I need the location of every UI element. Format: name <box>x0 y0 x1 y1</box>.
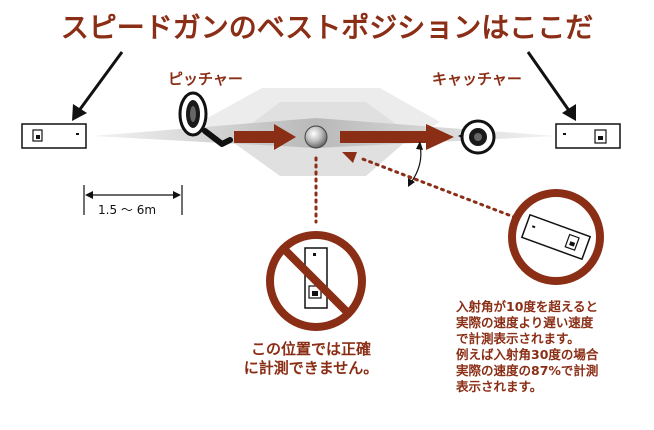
pitcher-label: ピッチャー <box>168 70 243 88</box>
note-line: 入射角が10度を超えると <box>456 299 599 314</box>
angled-speed-gun-icon <box>508 189 604 285</box>
prohibited-position-icon <box>266 231 366 331</box>
warning-text: この位置では正確 に計測できません。 <box>226 340 396 378</box>
angle-arc <box>408 141 423 187</box>
note-line: で計測表示されます。 <box>456 331 580 346</box>
right-speed-gun-icon <box>555 123 621 149</box>
right-pointer-arrow <box>526 51 576 121</box>
pitch-arrow-right <box>340 124 454 150</box>
pitcher-glove-icon <box>178 91 233 147</box>
note-line: 実際の速度の87%で計測 <box>456 363 599 378</box>
baseball-icon <box>304 125 328 149</box>
page-title: スピードガンのベストポジションはここだ <box>60 11 594 44</box>
catcher-label: キャッチャー <box>432 70 522 88</box>
left-pointer-arrow <box>72 51 124 121</box>
distance-dimension-line <box>83 185 183 215</box>
note-line: 表示されます。 <box>456 379 543 394</box>
note-line: 例えば入射角30度の場合 <box>456 347 599 362</box>
warning-line: この位置では正確 <box>250 340 371 358</box>
left-speed-gun-icon <box>21 123 87 149</box>
distance-label: 1.5 ～ 6m <box>98 203 157 217</box>
catcher-mitt-icon <box>458 119 496 155</box>
note-line: 実際の速度より遅い速度 <box>456 315 594 330</box>
pitch-arrow-left <box>234 124 296 150</box>
incidence-note: 入射角が10度を超えると 実際の速度より遅い速度 で計測表示されます。 例えば入… <box>456 299 652 395</box>
warning-line: に計測できません。 <box>243 359 379 377</box>
